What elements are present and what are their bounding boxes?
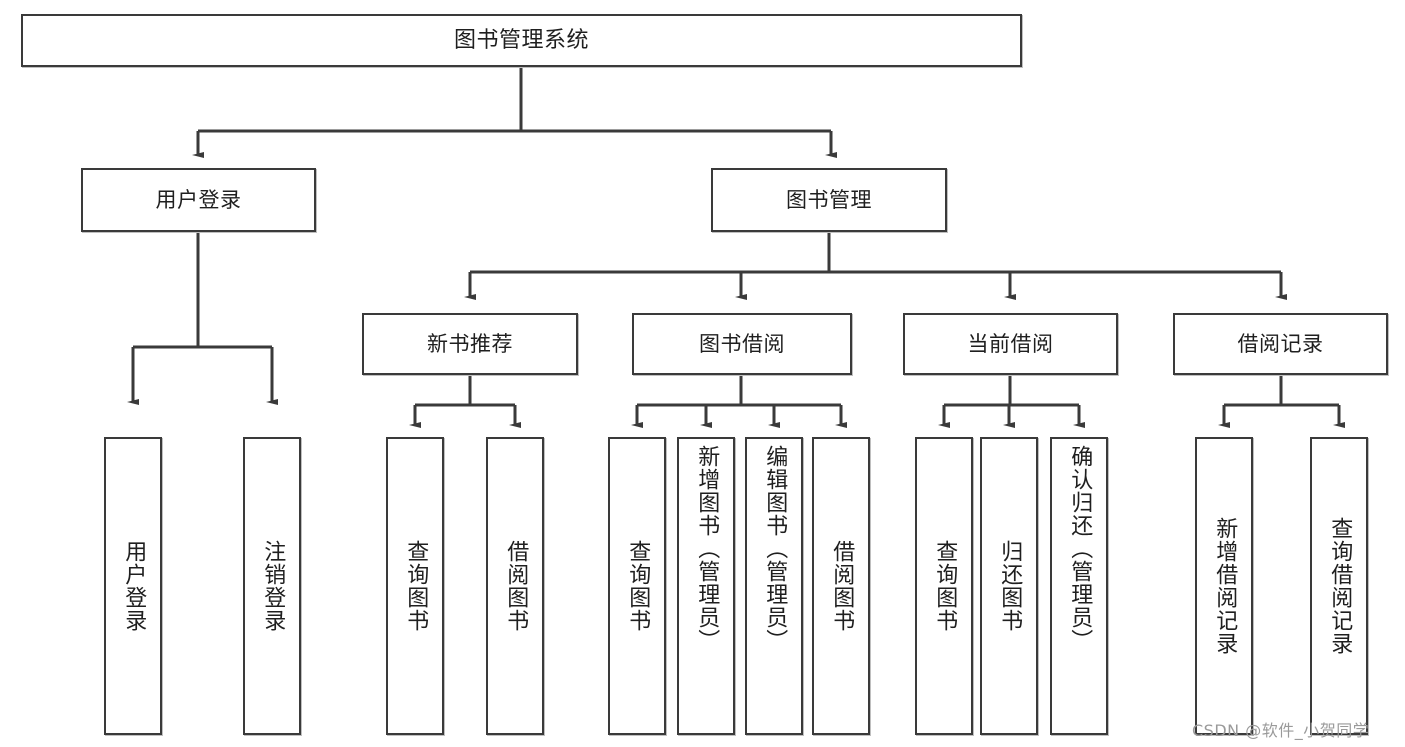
node-label: 确认归还（管理员） — [1067, 445, 1093, 652]
node-label: 查询图书 — [403, 540, 429, 632]
node-label: 查询图书 — [932, 540, 958, 632]
node-current-borrow[interactable]: 当前借阅 — [903, 313, 1118, 375]
node-root-book-management-system[interactable]: 图书管理系统 — [21, 14, 1022, 67]
leaf-borrow-query-book[interactable]: 查询图书 — [608, 437, 666, 735]
node-label: 编辑图书（管理员） — [762, 445, 788, 652]
leaf-record-query-borrow-record[interactable]: 查询借阅记录 — [1310, 437, 1368, 735]
node-label: 新增借阅记录 — [1212, 517, 1238, 655]
leaf-current-query-book[interactable]: 查询图书 — [915, 437, 973, 735]
leaf-record-add-borrow-record[interactable]: 新增借阅记录 — [1195, 437, 1253, 735]
node-label: 新增图书（管理员） — [694, 445, 720, 652]
leaf-borrow-edit-book-admin[interactable]: 编辑图书（管理员） — [745, 437, 803, 735]
node-label: 图书借阅 — [699, 331, 785, 356]
leaf-recommend-query-book[interactable]: 查询图书 — [386, 437, 444, 735]
node-book-management[interactable]: 图书管理 — [711, 168, 947, 232]
node-label: 注销登录 — [260, 540, 286, 632]
node-label: 查询图书 — [625, 540, 651, 632]
node-borrow-record[interactable]: 借阅记录 — [1173, 313, 1388, 375]
node-label: 图书管理 — [786, 187, 872, 212]
csdn-watermark: CSDN @软件_小贺同学 — [1192, 721, 1370, 740]
leaf-borrow-add-book-admin[interactable]: 新增图书（管理员） — [677, 437, 735, 735]
leaf-recommend-borrow-book[interactable]: 借阅图书 — [486, 437, 544, 735]
node-label: 借阅记录 — [1237, 331, 1324, 356]
node-user-login[interactable]: 用户登录 — [81, 168, 316, 232]
node-label: 借阅图书 — [503, 540, 529, 632]
node-label: 用户登录 — [155, 187, 242, 212]
node-label: 借阅图书 — [829, 540, 855, 632]
leaf-current-return-book[interactable]: 归还图书 — [980, 437, 1038, 735]
leaf-current-confirm-return-admin[interactable]: 确认归还（管理员） — [1050, 437, 1108, 735]
leaf-borrow-borrow-book[interactable]: 借阅图书 — [812, 437, 870, 735]
node-label: 新书推荐 — [427, 331, 513, 356]
node-label: 查询借阅记录 — [1327, 517, 1353, 655]
node-book-borrow[interactable]: 图书借阅 — [632, 313, 852, 375]
leaf-user-login-signout[interactable]: 注销登录 — [243, 437, 301, 735]
node-label: 图书管理系统 — [453, 27, 589, 53]
node-label: 用户登录 — [121, 540, 147, 632]
node-new-book-recommend[interactable]: 新书推荐 — [362, 313, 578, 375]
node-label: 归还图书 — [997, 540, 1023, 632]
node-label: 当前借阅 — [967, 331, 1054, 356]
leaf-user-login-signin[interactable]: 用户登录 — [104, 437, 162, 735]
